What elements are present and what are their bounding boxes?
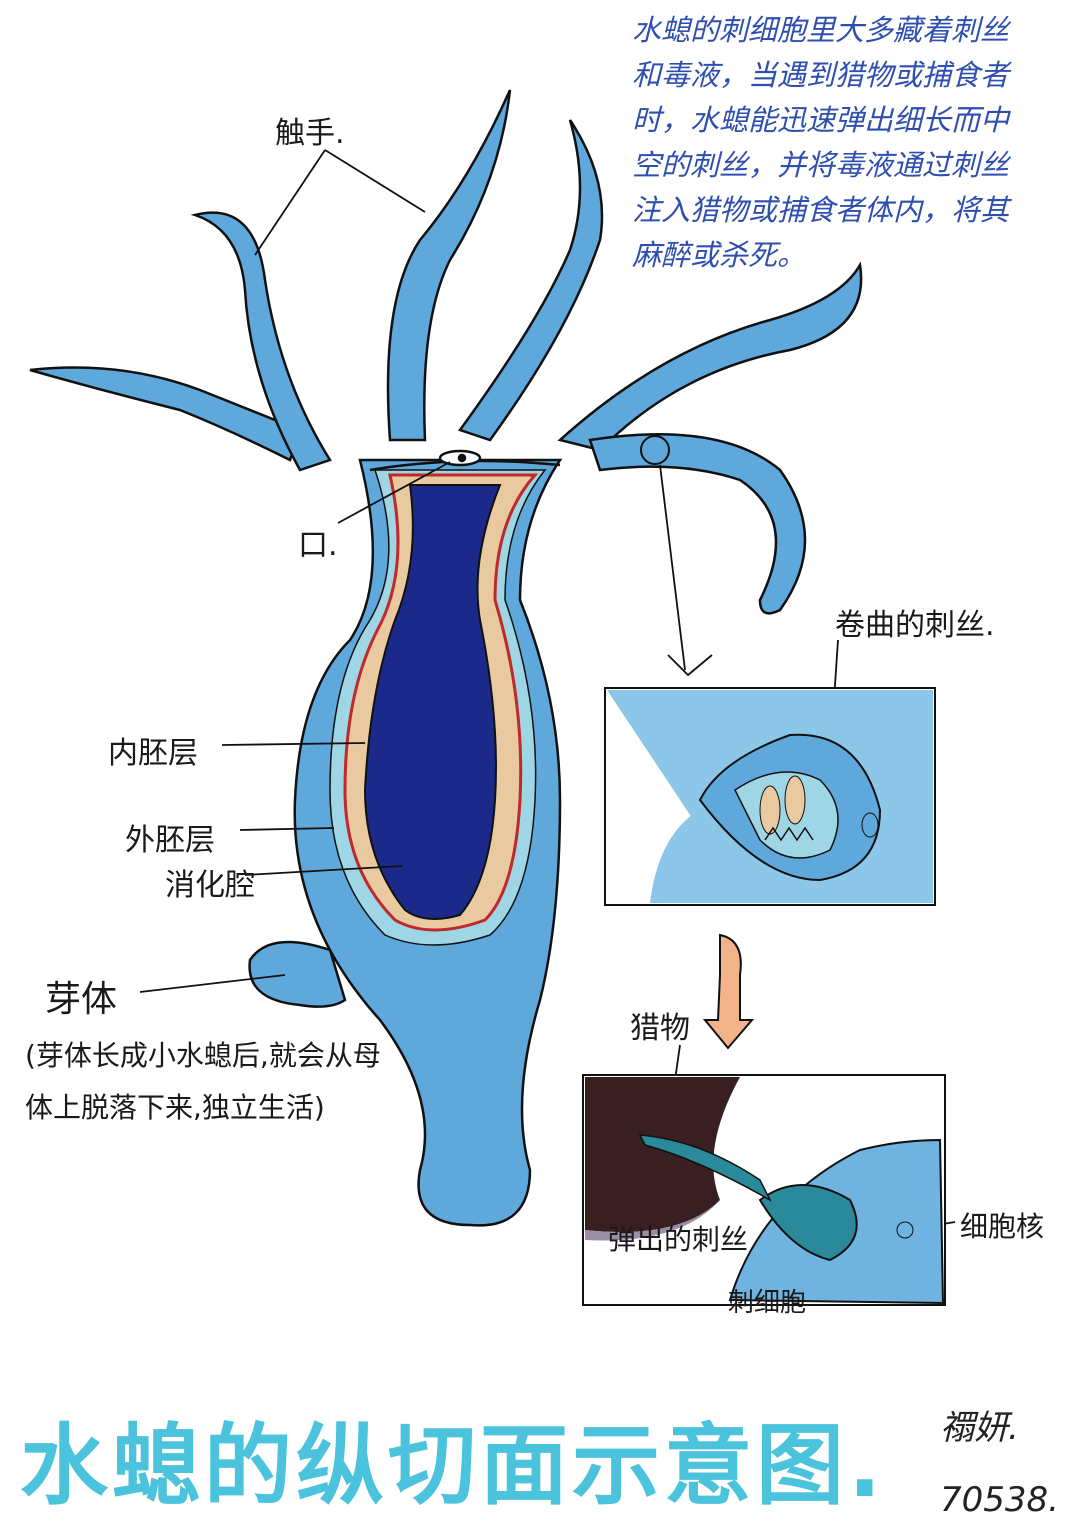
tentacle-curved xyxy=(190,211,332,472)
hydra-body xyxy=(29,89,863,1227)
inset-ejected-thread xyxy=(582,1074,946,1306)
label-bud-note: (芽体长成小水螅后,就会从母体上脱落下来,独立生活) xyxy=(25,1039,381,1124)
label-coiled-thread: 卷曲的刺丝. xyxy=(835,608,995,643)
tentacle-mid xyxy=(386,89,512,442)
tentacle-far-right xyxy=(557,261,863,452)
label-prey: 猎物 xyxy=(630,1011,690,1046)
label-bud: 芽体 xyxy=(45,979,118,1020)
label-endoderm: 内胚层 xyxy=(108,736,198,771)
tentacle-right-up xyxy=(457,119,604,442)
label-ejected-thread: 弹出的刺丝 xyxy=(608,1223,749,1256)
digestive-cavity xyxy=(363,484,502,920)
down-arrow xyxy=(702,933,755,1050)
signature-id: 70538. xyxy=(940,1480,1059,1520)
cnidocyte-marker xyxy=(640,435,670,465)
diagram-title: 水螅的纵切面示意图. xyxy=(20,1414,886,1517)
label-digestive-cavity: 消化腔 xyxy=(165,868,255,903)
tentacle-right-down xyxy=(588,433,807,615)
label-tentacle: 触手. xyxy=(275,116,345,151)
description-text: 水螅的刺细胞里大多藏着刺丝和毒液，当遇到猎物或捕食者时，水螅能迅速弹出细长而中空… xyxy=(632,13,1010,272)
label-mouth: 口. xyxy=(298,528,338,563)
inset-coiled-thread xyxy=(604,687,936,906)
label-nucleus: 细胞核 xyxy=(960,1210,1045,1243)
bud-shape xyxy=(248,940,347,1008)
tentacle-left xyxy=(29,366,302,462)
signature-name: 禤妍. xyxy=(940,1408,1019,1448)
label-ectoderm: 外胚层 xyxy=(125,823,215,858)
label-cnidocyte: 刺细胞 xyxy=(728,1288,807,1318)
